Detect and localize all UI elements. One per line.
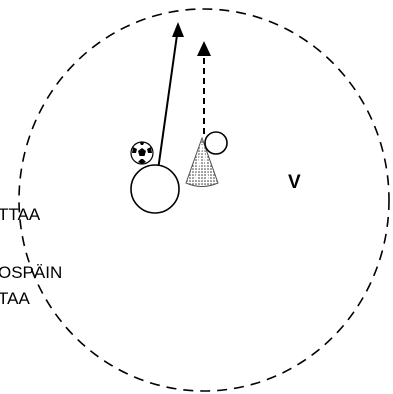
dashed-pass-arrow xyxy=(197,41,211,134)
cone-icon xyxy=(185,136,219,187)
label-left-mid: OSPÄIN xyxy=(0,263,62,282)
field-boundary-circle xyxy=(18,8,390,392)
solid-run-arrow xyxy=(157,22,184,171)
player-circle-small xyxy=(204,131,228,155)
player-circle-large xyxy=(130,164,180,214)
label-left-top: TTAA xyxy=(0,205,41,224)
arrow-head-dashed xyxy=(197,41,211,56)
zone-marker-label: V xyxy=(288,172,301,193)
label-left-bottom: TAA xyxy=(0,289,30,308)
soccer-ball-icon xyxy=(130,141,154,165)
arrow-head-solid xyxy=(172,22,184,37)
